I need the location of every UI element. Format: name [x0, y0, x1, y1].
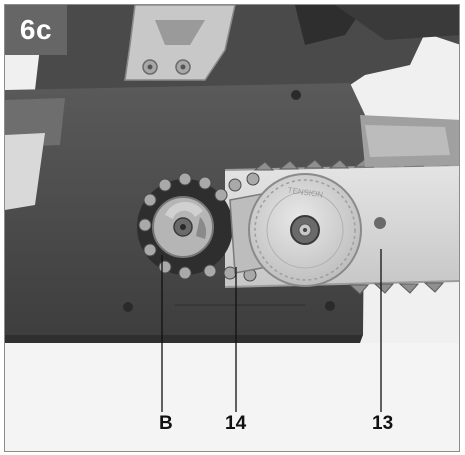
chainsaw-photo-panel: TENSION 6c	[4, 4, 460, 452]
callout-label-13: 13	[372, 413, 394, 434]
callout-label-b: B	[159, 413, 173, 434]
chainsaw-photo: TENSION	[5, 5, 459, 451]
callout-label-14: 14	[225, 413, 247, 434]
step-number-badge: 6c	[5, 5, 67, 55]
